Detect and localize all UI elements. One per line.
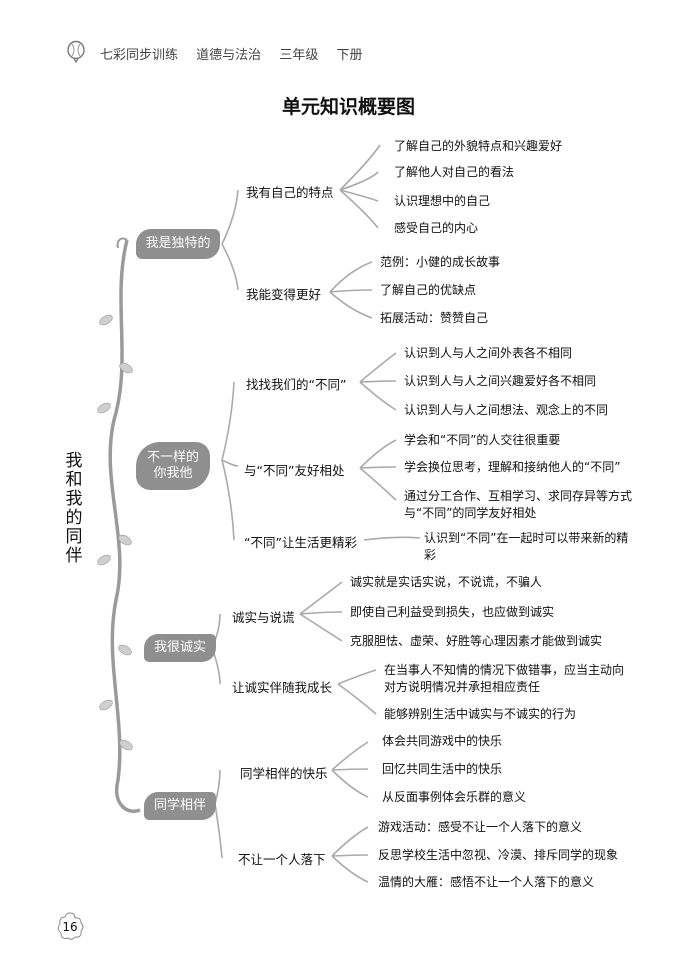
point-3-1-1: 诚实就是实话实说，不说谎，不骗人 <box>350 575 543 589</box>
unit-label-4-text: 同学相伴 <box>153 798 206 813</box>
topic-1-2: 我能变得更好 <box>246 287 322 302</box>
topic-3-1: 诚实与说谎 <box>232 610 295 625</box>
point-2-1-2: 认识到人与人之间兴趣爱好各不相同 <box>404 374 597 388</box>
point-1-2-1: 范例：小健的成长故事 <box>380 255 501 269</box>
unit-label-2-text: 不一样的你我他 <box>146 450 199 481</box>
point-1-1-1: 了解自己的外貌特点和兴趣爱好 <box>394 139 563 153</box>
unit-label-3-text: 我很诚实 <box>153 640 206 655</box>
point-1-1-2: 了解他人对自己的看法 <box>394 165 515 179</box>
page-title: 单元知识概要图 <box>281 96 415 118</box>
point-2-2-3: 通过分工合作、互相学习、求同存异等方式与“不同”的同学友好相处 <box>404 489 633 520</box>
point-3-1-3: 克服胆怯、虚荣、好胜等心理因素才能做到诚实 <box>350 634 603 648</box>
point-3-2-1: 在当事人不知情的情况下做错事，应当主动向对方说明情况并承担相应责任 <box>384 663 625 694</box>
unit-label-1: 我是独特的 <box>136 229 220 259</box>
point-1-2-2: 了解自己的优缺点 <box>380 283 477 297</box>
point-4-2-1: 游戏活动：感受不让一个人落下的意义 <box>378 820 583 834</box>
topic-1-1: 我有自己的特点 <box>246 185 334 200</box>
point-4-1-1: 体会共同游戏中的快乐 <box>382 734 503 748</box>
point-2-1-1: 认识到人与人之间外表各不相同 <box>404 346 573 360</box>
topic-4-2: 不让一个人落下 <box>238 852 326 867</box>
point-4-1-2: 回忆共同生活中的快乐 <box>382 762 503 776</box>
header-grade: 三年级 <box>279 48 319 63</box>
unit-label-4: 同学相伴 <box>144 792 216 820</box>
running-header: 七彩同步训练 道德与法治 三年级 下册 <box>100 44 376 63</box>
unit-label-2: 不一样的你我他 <box>136 442 210 490</box>
header-volume: 下册 <box>336 48 363 63</box>
unit-label-1-text: 我是独特的 <box>145 236 211 251</box>
point-2-3-1: 认识到“不同”在一起时可以带来新的精彩 <box>424 531 629 562</box>
topic-2-1: 找找我们的“不同” <box>246 377 347 392</box>
root-topic: 我和我的同伴 <box>65 451 83 566</box>
point-3-2-2: 能够辨别生活中诚实与不诚实的行为 <box>384 707 577 721</box>
unit-label-3: 我很诚实 <box>144 634 216 662</box>
point-4-1-3: 从反面事例体会乐群的意义 <box>382 790 527 804</box>
point-3-1-2: 即使自己利益受到损失，也应做到诚实 <box>350 605 555 619</box>
page-number: 16 <box>62 920 78 934</box>
header-subject: 道德与法治 <box>196 48 262 63</box>
topic-4-1: 同学相伴的快乐 <box>240 766 328 781</box>
point-1-1-3: 认识理想中的自己 <box>394 194 491 208</box>
balloon-logo-icon <box>67 40 85 64</box>
topic-2-2: 与“不同”友好相处 <box>244 463 345 478</box>
flower-badge-icon <box>57 912 84 940</box>
point-2-1-3: 认识到人与人之间想法、观念上的不同 <box>404 403 609 417</box>
header-series: 七彩同步训练 <box>100 48 179 63</box>
point-4-2-3: 温情的大雁：感悟不让一个人落下的意义 <box>378 875 595 889</box>
point-1-1-4: 感受自己的内心 <box>394 221 479 235</box>
topic-2-3: “不同”让生活更精彩 <box>244 535 357 550</box>
point-4-2-2: 反思学校生活中忽视、冷漠、排斥同学的现象 <box>378 848 619 862</box>
point-2-2-2: 学会换位思考，理解和接纳他人的“不同” <box>404 460 621 474</box>
point-2-2-1: 学会和“不同”的人交往很重要 <box>404 433 561 447</box>
point-1-2-3: 拓展活动：赞赞自己 <box>380 311 489 325</box>
topic-3-2: 让诚实伴随我成长 <box>232 680 333 695</box>
